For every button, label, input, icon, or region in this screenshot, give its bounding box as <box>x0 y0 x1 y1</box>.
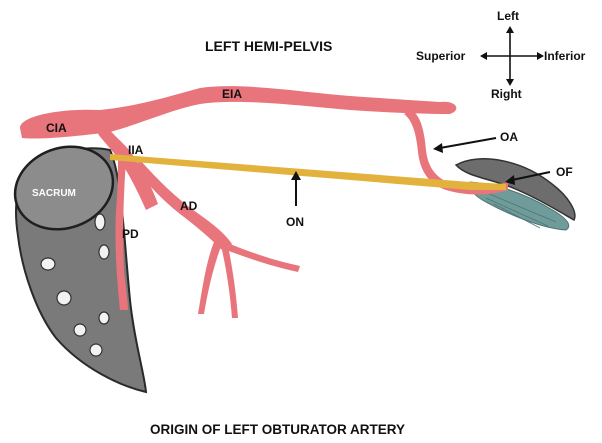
orientation-right: Right <box>491 87 522 101</box>
label-iia: IIA <box>128 143 144 157</box>
label-oa: OA <box>500 130 518 144</box>
on-pointer-arrow <box>291 171 301 206</box>
sacrum-label: SACRUM <box>32 188 76 199</box>
label-pd: PD <box>122 227 139 241</box>
label-eia: EIA <box>222 87 242 101</box>
label-of: OF <box>556 165 573 179</box>
label-cia: CIA <box>46 121 67 135</box>
diagram-title: LEFT HEMI-PELVIS <box>205 38 332 54</box>
orientation-superior: Superior <box>416 49 466 63</box>
label-ad: AD <box>180 199 198 213</box>
diagram-caption: ORIGIN OF LEFT OBTURATOR ARTERY <box>150 422 405 437</box>
orientation-inferior: Inferior <box>544 49 586 63</box>
oa-pointer-arrow <box>433 138 496 153</box>
orientation-left: Left <box>497 9 519 23</box>
obturator-nerve <box>110 154 506 190</box>
orientation-compass: Left Right Superior Inferior <box>416 9 586 101</box>
label-on: ON <box>286 215 304 229</box>
